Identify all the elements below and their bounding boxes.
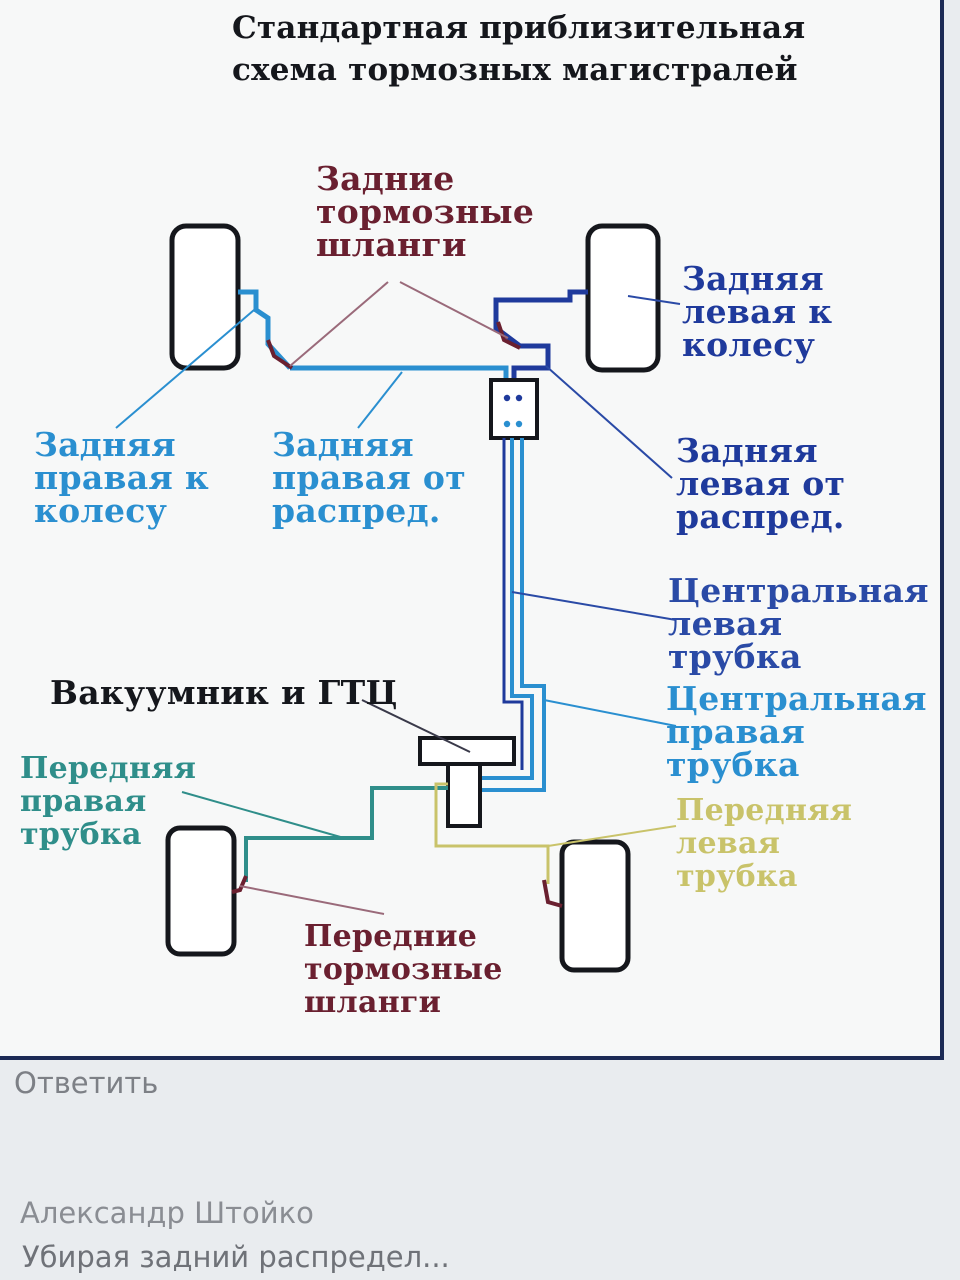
central-left-tube <box>470 438 534 780</box>
central-left-tube-label: Центральная левая трубка <box>668 571 929 676</box>
rear-right-hose <box>266 339 294 370</box>
front-right-hose <box>231 875 248 894</box>
distributor-port <box>515 420 523 428</box>
brake-lines-diagram <box>115 223 681 973</box>
leader-line <box>239 885 385 915</box>
rear-left-to-wheel-line <box>493 289 588 348</box>
leader-line <box>543 699 677 727</box>
distributor-port <box>515 394 523 402</box>
rear-hoses-label: Задние тормозные шланги <box>316 159 535 264</box>
rear-right-from-dist-label: Задняя правая от распред. <box>272 425 466 530</box>
comment-author-name[interactable]: Александр Штойко <box>20 1196 314 1230</box>
front-left-tube-label: Передняя левая трубка <box>676 793 853 894</box>
leader-line <box>545 365 673 479</box>
rear-left-from-dist-line <box>511 343 551 382</box>
comment-text: Убирая задний распредел... <box>22 1240 450 1274</box>
leader-line <box>627 295 681 305</box>
central-right-tube-label: Центральная правая трубка <box>666 679 927 784</box>
diagram-frame: Стандартная приблизительная схема тормоз… <box>0 0 944 1060</box>
distributor-port <box>503 394 511 402</box>
rear-left-from-dist-label: Задняя левая от распред. <box>676 431 846 536</box>
front-left-tube <box>434 806 550 884</box>
rear-right-to-wheel-label: Задняя правая к колесу <box>34 425 210 530</box>
rear-left-hose <box>496 321 521 350</box>
front-left-tube <box>434 782 448 806</box>
diagram-title-line-2: схема тормозных магистралей <box>232 52 798 88</box>
rear-right-to-wheel-line <box>238 289 292 370</box>
reply-link[interactable]: Ответить <box>14 1066 159 1100</box>
rear-right-from-dist-line <box>290 365 509 382</box>
diagram-title-line-1: Стандартная приблизительная <box>232 10 806 46</box>
rear-right-wheel <box>169 223 241 371</box>
leader-line <box>289 281 389 367</box>
rear-left-wheel <box>585 223 661 373</box>
leader-line <box>115 309 255 429</box>
rear-left-to-wheel-label: Задняя левая к колесу <box>682 259 833 364</box>
leader-line <box>357 371 403 429</box>
leader-line <box>361 699 471 753</box>
master-cylinder <box>446 762 482 828</box>
front-left-wheel <box>559 839 631 973</box>
distributor-port <box>503 420 511 428</box>
front-left-hose <box>542 879 563 908</box>
central-right-tube <box>470 438 546 792</box>
leader-line <box>547 825 677 847</box>
leader-line <box>511 591 677 621</box>
brake-distributor <box>489 378 539 440</box>
leader-line <box>181 791 345 839</box>
front-right-tube <box>244 786 448 882</box>
front-hoses-label: Передние тормозные шланги <box>304 919 503 1020</box>
leader-line <box>399 281 509 339</box>
central-inner-tube <box>502 438 524 770</box>
booster-master-label: Вакуумник и ГТЦ <box>50 673 398 712</box>
front-right-tube-label: Передняя правая трубка <box>20 751 197 852</box>
